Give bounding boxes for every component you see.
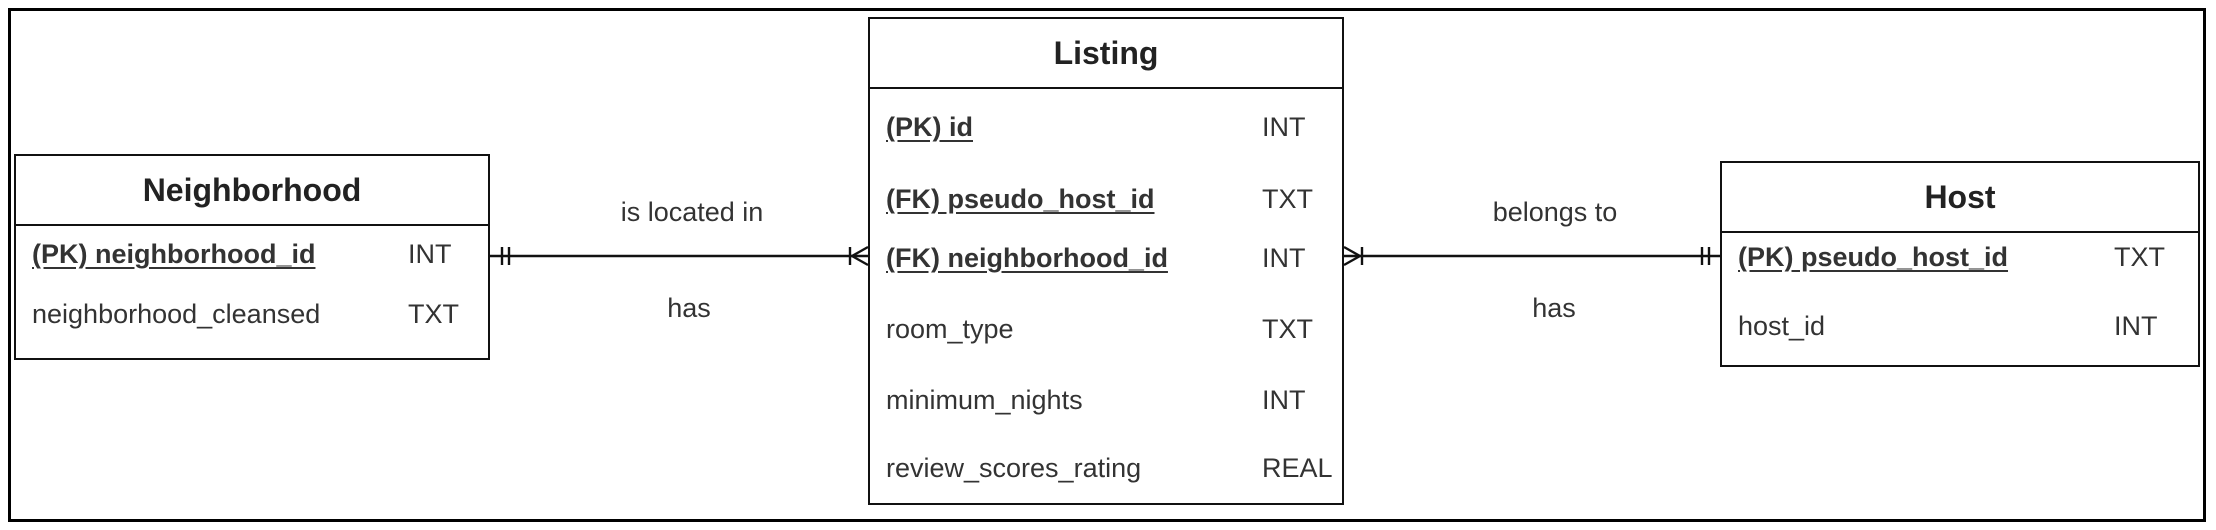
relationship-label-reverse: has <box>667 293 711 323</box>
attribute-type: INT <box>1262 385 1306 415</box>
crowfoot-top-2 <box>1343 245 1361 258</box>
attribute-type: INT <box>1262 112 1306 142</box>
attribute-type: TXT <box>408 299 459 329</box>
relationship-label-forward: is located in <box>620 197 764 227</box>
attribute-name: review_scores_rating <box>886 453 1142 483</box>
attribute-row: review_scores_rating REAL <box>870 443 1342 493</box>
attribute-type: INT <box>408 239 452 269</box>
attribute-name: host_id <box>1738 311 1826 341</box>
attribute-row: host_id INT <box>1722 301 2198 351</box>
attribute-row: (PK) pseudo_host_id TXT <box>1722 232 2198 282</box>
attribute-type: INT <box>1262 243 1306 273</box>
entity-listing[interactable]: Listing (PK) id INT (FK) pseudo_host_id … <box>868 17 1344 505</box>
attribute-type: INT <box>2114 311 2158 341</box>
attribute-row: (FK) neighborhood_id INT <box>870 233 1342 283</box>
attribute-type: TXT <box>1262 314 1313 344</box>
attribute-row: (PK) neighborhood_id INT <box>16 229 488 279</box>
attribute-row: (PK) id INT <box>870 102 1342 152</box>
attribute-row: minimum_nights INT <box>870 375 1342 425</box>
attribute-name: (FK) pseudo_host_id <box>886 184 1155 214</box>
diagram-frame <box>8 8 2206 522</box>
attribute-type: TXT <box>1262 184 1313 214</box>
crowfoot-top <box>851 245 869 258</box>
entity-title: Host <box>1722 163 2198 233</box>
relationship-label-forward: belongs to <box>1492 197 1618 227</box>
attribute-row: room_type TXT <box>870 304 1342 354</box>
relationship-label-reverse: has <box>1532 293 1576 323</box>
entity-title: Listing <box>870 19 1342 89</box>
entity-neighborhood[interactable]: Neighborhood (PK) neighborhood_id INT ne… <box>14 154 490 360</box>
attribute-name: neighborhood_cleansed <box>32 299 321 329</box>
entity-title: Neighborhood <box>16 156 488 226</box>
attribute-name: (FK) neighborhood_id <box>886 243 1168 273</box>
attribute-row: neighborhood_cleansed TXT <box>16 289 488 339</box>
attribute-row: (FK) pseudo_host_id TXT <box>870 174 1342 224</box>
attribute-name: (PK) pseudo_host_id <box>1738 242 2009 272</box>
attribute-type: REAL <box>1262 453 1333 483</box>
attribute-name: (PK) id <box>886 112 973 142</box>
attribute-name: (PK) neighborhood_id <box>32 239 316 269</box>
attribute-type: TXT <box>2114 242 2165 272</box>
attribute-name: minimum_nights <box>886 385 1083 415</box>
entity-host[interactable]: Host (PK) pseudo_host_id TXT host_id INT <box>1720 161 2200 367</box>
crowfoot-bottom-2 <box>1343 254 1361 267</box>
attribute-name: room_type <box>886 314 1014 344</box>
crowfoot-bottom <box>851 254 869 267</box>
